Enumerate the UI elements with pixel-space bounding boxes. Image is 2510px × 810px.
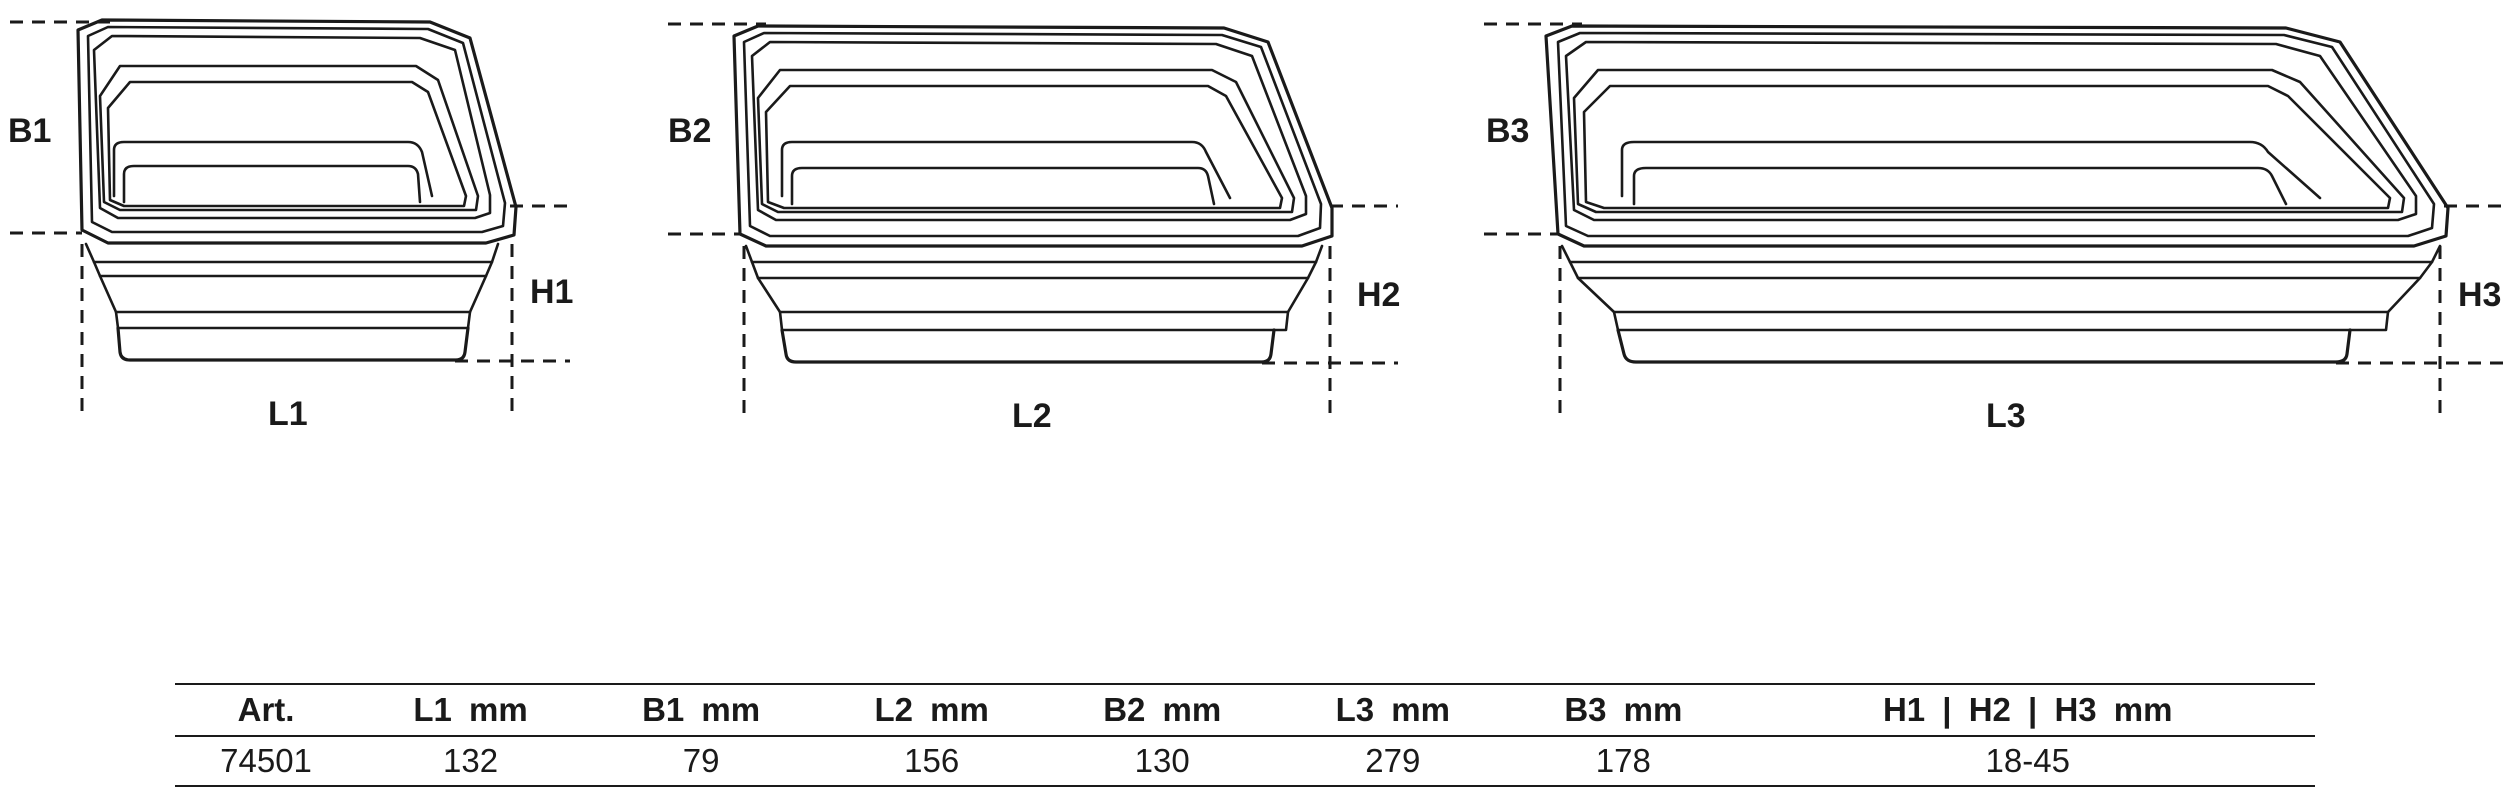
cell-b1: 79 — [583, 736, 819, 787]
tray-1-length-label: L1 — [268, 395, 308, 433]
header-l2: L2 mm — [818, 683, 1046, 737]
header-art: Art. — [175, 683, 358, 737]
header-l3: L3 mm — [1279, 683, 1507, 737]
tray-2: B2 H2 L2 — [668, 22, 1400, 435]
tray-2-outline — [732, 24, 1334, 364]
cell-l2: 156 — [818, 736, 1046, 787]
tray-3-width-label: B3 — [1486, 112, 1529, 150]
cell-l3: 279 — [1279, 736, 1507, 787]
dimensions-table: Art. L1 mm B1 mm L2 mm B2 mm L3 mm B3 mm… — [175, 683, 2315, 787]
table-header-row: Art. L1 mm B1 mm L2 mm B2 mm L3 mm B3 mm… — [175, 683, 2315, 737]
tray-2-height-label: H2 — [1357, 276, 1400, 314]
header-b1: B1 mm — [583, 683, 819, 737]
tray-3-dimension-lines — [1484, 22, 2510, 420]
cell-l1: 132 — [357, 736, 584, 787]
tray-1: B1 H1 L1 — [8, 18, 573, 433]
tray-2-width-label: B2 — [668, 112, 711, 150]
header-l1: L1 mm — [357, 683, 584, 737]
cell-art: 74501 — [175, 736, 358, 787]
tray-3-height-label: H3 — [2458, 276, 2501, 314]
header-b3: B3 mm — [1506, 683, 1741, 737]
tray-1-outline — [76, 18, 518, 362]
cell-b3: 178 — [1506, 736, 1741, 787]
tray-1-dimension-lines — [10, 20, 570, 420]
cell-height: 18-45 — [1740, 736, 2315, 787]
tray-3-outline — [1544, 24, 2450, 364]
tray-2-length-label: L2 — [1012, 397, 1052, 435]
tray-1-height-label: H1 — [530, 273, 573, 311]
tray-3: B3 H3 L3 — [1484, 22, 2510, 435]
table-row: 74501 132 79 156 130 279 178 18-45 — [175, 736, 2315, 787]
header-height: H1 | H2 | H3 mm — [1740, 683, 2315, 737]
cell-b2: 130 — [1045, 736, 1280, 787]
tray-3-length-label: L3 — [1986, 397, 2026, 435]
header-b2: B2 mm — [1045, 683, 1280, 737]
tray-2-dimension-lines — [668, 22, 1398, 420]
tray-1-width-label: B1 — [8, 112, 51, 150]
